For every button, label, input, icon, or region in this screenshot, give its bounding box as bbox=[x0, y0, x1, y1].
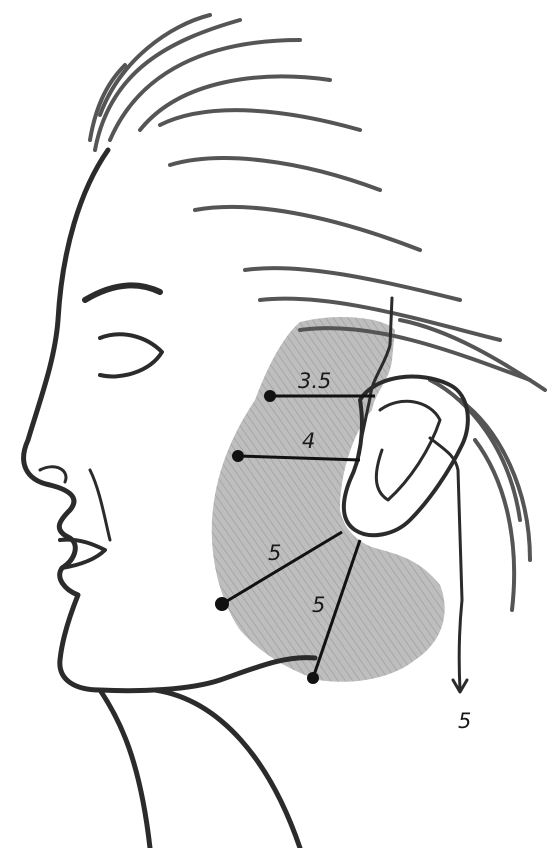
label-zone-neck: 5 bbox=[458, 709, 471, 733]
eyebrow bbox=[85, 285, 160, 300]
eye bbox=[100, 334, 162, 376]
ear-inner bbox=[376, 401, 440, 500]
label-zone-jaw: 5 bbox=[312, 593, 325, 617]
dot-zone-mid bbox=[232, 450, 244, 462]
label-zone-cheek: 5 bbox=[268, 541, 281, 565]
nostril bbox=[40, 467, 66, 482]
dot-zone-upper bbox=[264, 390, 276, 402]
dot-zone-cheek bbox=[215, 597, 229, 611]
nasolabial-fold bbox=[90, 470, 110, 540]
neck-front bbox=[100, 690, 150, 848]
neck-back bbox=[155, 690, 300, 848]
dot-zone-jaw bbox=[307, 672, 319, 684]
label-zone-mid: 4 bbox=[302, 429, 315, 453]
label-zone-upper: 3.5 bbox=[298, 369, 331, 393]
